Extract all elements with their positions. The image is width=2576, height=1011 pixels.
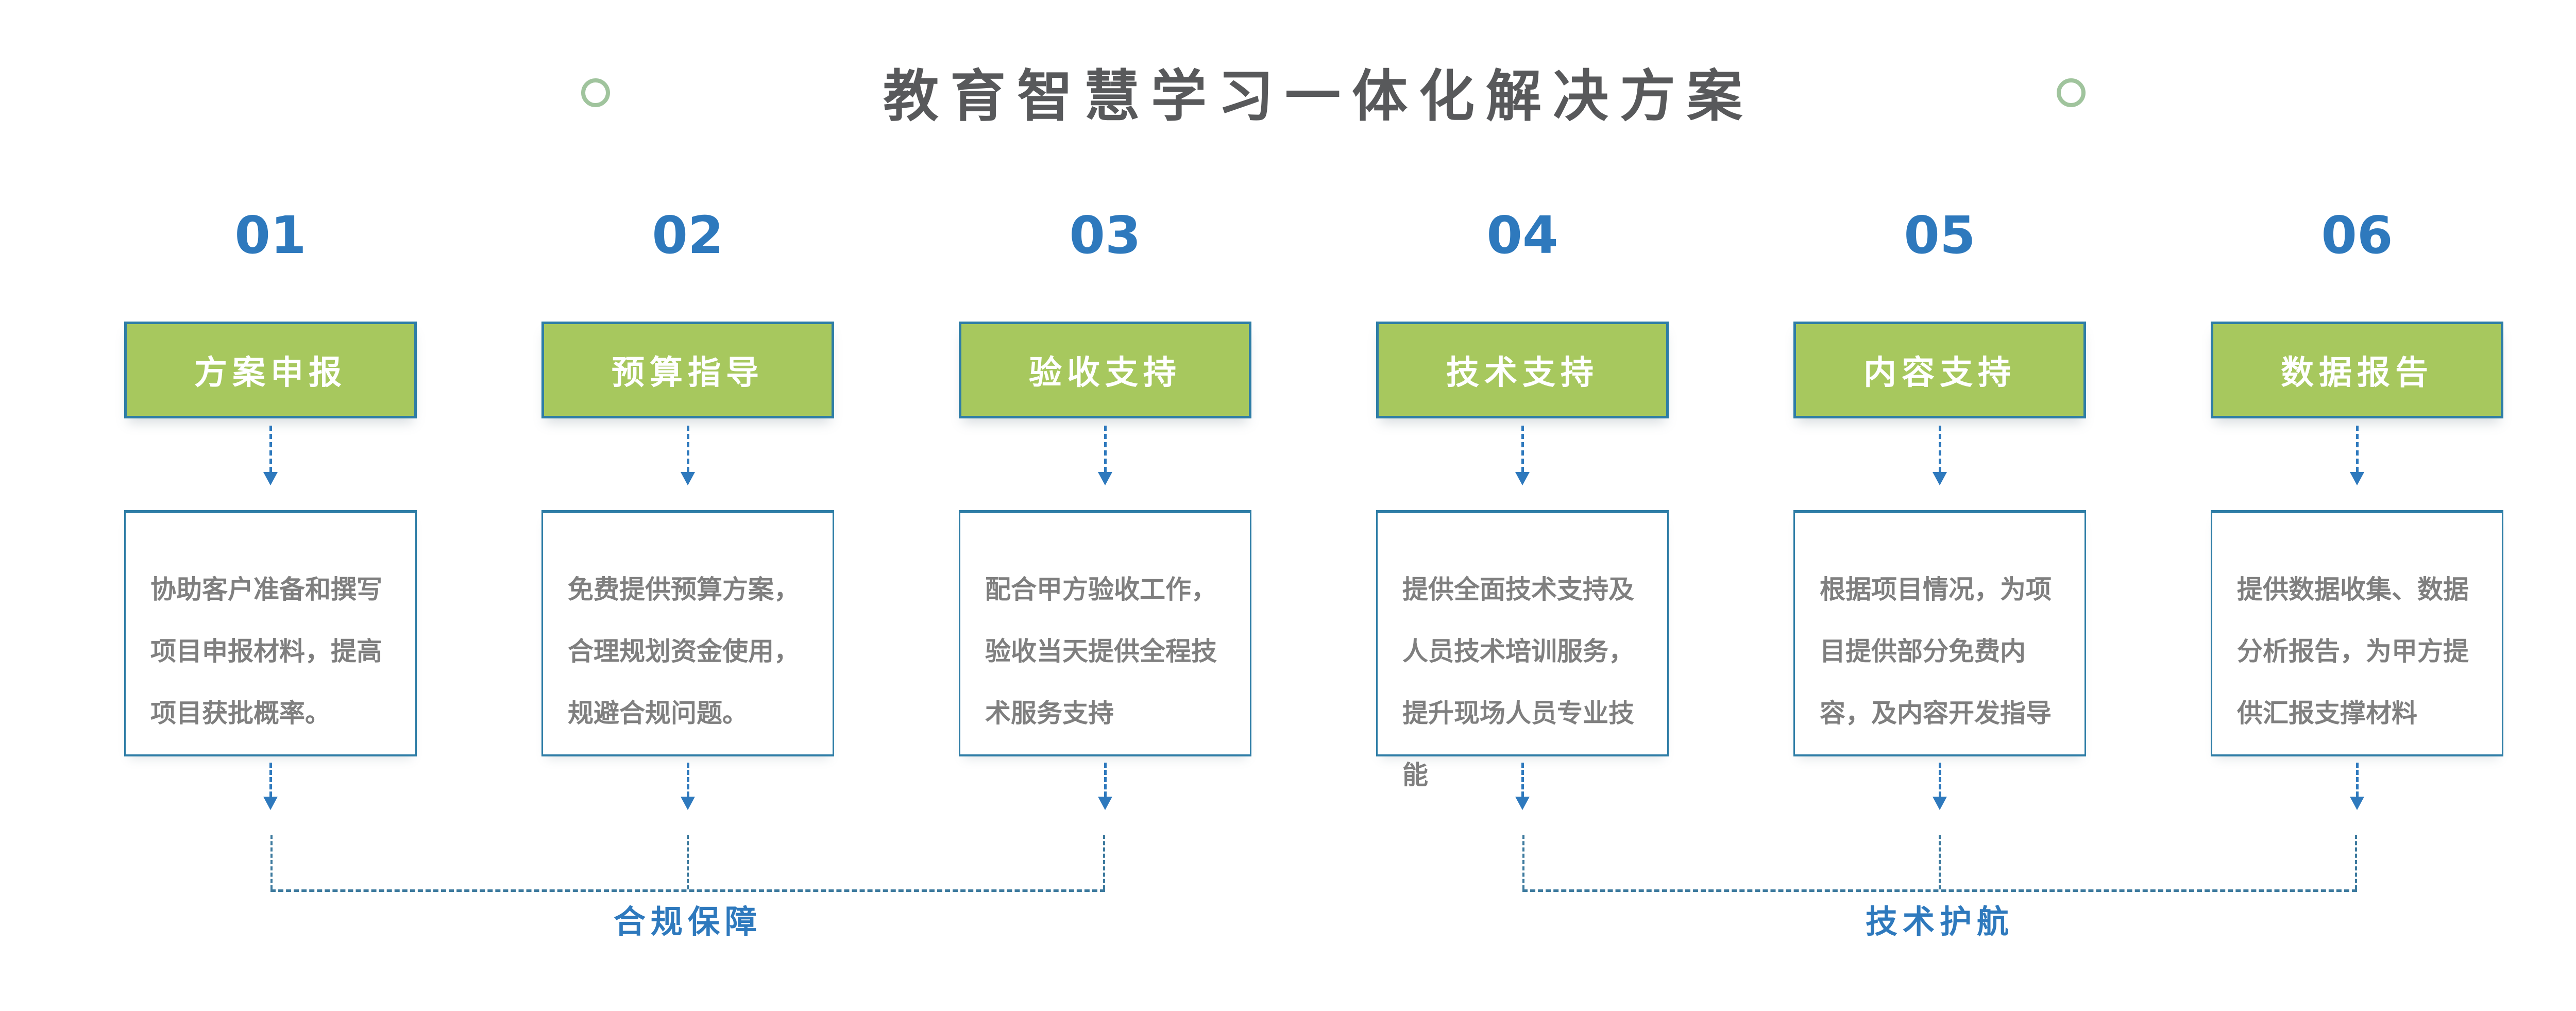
step-column-5: 05 内容支持 根据项目情况，为项目提供部分免费内容，及内容开发指导 xyxy=(1793,0,2086,1011)
arrow-head xyxy=(1933,797,1947,810)
bracket-tick xyxy=(687,835,689,889)
bracket-tick xyxy=(2355,835,2357,889)
bracket-tick xyxy=(1103,835,1105,889)
step-header-box: 技术支持 xyxy=(1376,322,1669,418)
arrow-down-icon xyxy=(1376,763,1669,810)
step-number: 02 xyxy=(652,205,724,265)
arrow-down-icon xyxy=(124,763,417,810)
step-description-box: 提供数据收集、数据分析报告，为甲方提供汇报支撑材料 xyxy=(2211,510,2503,756)
bracket-tick xyxy=(1939,835,1941,889)
bracket-tick xyxy=(1522,835,1524,889)
step-header-box: 预算指导 xyxy=(541,322,834,418)
arrow-head xyxy=(1098,797,1112,810)
step-column-6: 06 数据报告 提供数据收集、数据分析报告，为甲方提供汇报支撑材料 xyxy=(2211,0,2503,1011)
step-number: 04 xyxy=(1486,205,1558,265)
arrow-shaft xyxy=(1521,426,1524,472)
arrow-head xyxy=(263,797,278,810)
arrow-head xyxy=(2350,797,2364,810)
arrow-down-icon xyxy=(2211,426,2503,485)
step-column-1: 01 方案申报 协助客户准备和撰写项目申报材料，提高项目获批概率。 xyxy=(124,0,417,1011)
arrow-shaft xyxy=(269,763,272,797)
decorative-ring-left-icon xyxy=(581,78,610,107)
arrow-shaft xyxy=(1938,426,1941,472)
arrow-shaft xyxy=(1104,426,1107,472)
arrow-head xyxy=(1098,472,1112,485)
arrow-shaft xyxy=(1521,763,1524,797)
step-number: 01 xyxy=(234,205,307,265)
step-header-box: 内容支持 xyxy=(1793,322,2086,418)
arrow-shaft xyxy=(2355,763,2359,797)
step-description-box: 根据项目情况，为项目提供部分免费内容，及内容开发指导 xyxy=(1793,510,2086,756)
arrow-head xyxy=(263,472,278,485)
step-description-box: 免费提供预算方案，合理规划资金使用，规避合规问题。 xyxy=(541,510,834,756)
arrow-down-icon xyxy=(2211,763,2503,810)
step-description-box: 提供全面技术支持及人员技术培训服务，提升现场人员专业技能 xyxy=(1376,510,1669,790)
group-label-technology: 技术护航 xyxy=(1865,903,2014,940)
group-label-compliance: 合规保障 xyxy=(613,903,762,940)
arrow-head xyxy=(2350,472,2364,485)
group-bracket-technology xyxy=(1522,835,2357,892)
arrow-down-icon xyxy=(541,426,834,485)
arrow-down-icon xyxy=(1793,426,2086,485)
step-description-box: 协助客户准备和撰写项目申报材料，提高项目获批概率。 xyxy=(124,510,417,756)
arrow-down-icon xyxy=(124,426,417,485)
step-header-box: 数据报告 xyxy=(2211,322,2503,418)
arrow-shaft xyxy=(269,426,272,472)
step-header-box: 方案申报 xyxy=(124,322,417,418)
arrow-down-icon xyxy=(1793,763,2086,810)
arrow-down-icon xyxy=(959,426,1251,485)
arrow-head xyxy=(1515,797,1530,810)
arrow-down-icon xyxy=(1376,426,1669,485)
arrow-head xyxy=(1933,472,1947,485)
bracket-tick xyxy=(270,835,273,889)
step-column-4: 04 技术支持 提供全面技术支持及人员技术培训服务，提升现场人员专业技能 xyxy=(1376,0,1669,1011)
decorative-ring-right-icon xyxy=(2057,78,2086,107)
step-number: 06 xyxy=(2321,205,2393,265)
step-column-2: 02 预算指导 免费提供预算方案，合理规划资金使用，规避合规问题。 xyxy=(541,0,834,1011)
arrow-shaft xyxy=(686,763,689,797)
step-column-3: 03 验收支持 配合甲方验收工作，验收当天提供全程技术服务支持 xyxy=(959,0,1251,1011)
arrow-down-icon xyxy=(959,763,1251,810)
group-bracket-compliance xyxy=(270,835,1105,892)
arrow-down-icon xyxy=(541,763,834,810)
step-number: 03 xyxy=(1069,205,1141,265)
arrow-head xyxy=(681,472,695,485)
arrow-shaft xyxy=(686,426,689,472)
arrow-shaft xyxy=(2355,426,2359,472)
arrow-head xyxy=(681,797,695,810)
step-number: 05 xyxy=(1904,205,1976,265)
step-header-box: 验收支持 xyxy=(959,322,1251,418)
step-description-box: 配合甲方验收工作，验收当天提供全程技术服务支持 xyxy=(959,510,1251,756)
arrow-shaft xyxy=(1104,763,1107,797)
arrow-shaft xyxy=(1938,763,1941,797)
arrow-head xyxy=(1515,472,1530,485)
page-title: 教育智慧学习一体化解决方案 xyxy=(883,64,1754,129)
